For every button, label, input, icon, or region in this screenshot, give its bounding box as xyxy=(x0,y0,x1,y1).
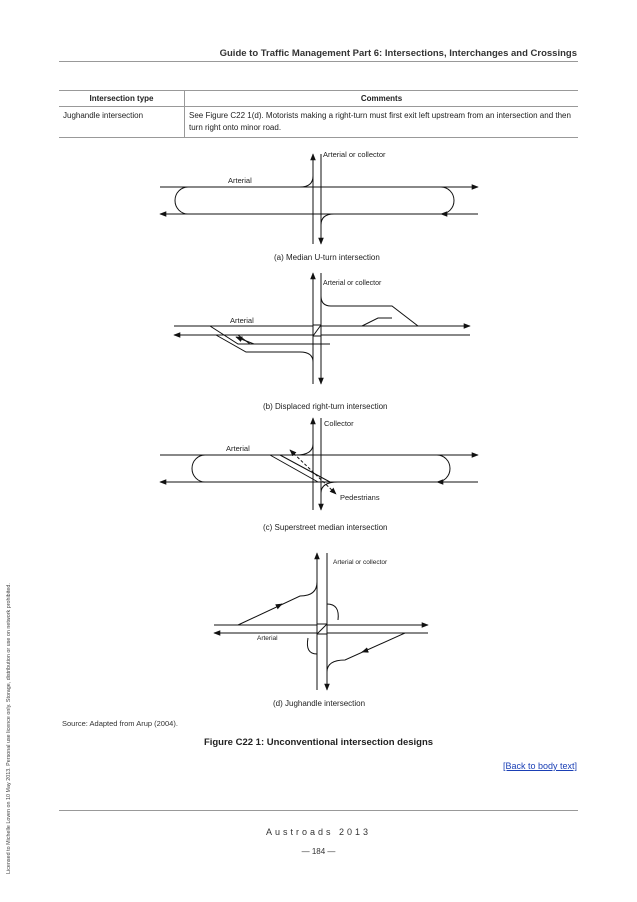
label-b-minor: Arterial or collector xyxy=(323,280,382,287)
cell-comment: See Figure C22 1(d). Motorists making a … xyxy=(184,106,578,138)
label-c-major: Arterial xyxy=(226,444,250,453)
label-a-major: Arterial xyxy=(228,176,252,185)
figure-source: Source: Adapted from Arup (2004). xyxy=(62,719,178,728)
label-a-minor: Arterial or collector xyxy=(323,150,386,159)
diagram-c-superstreet xyxy=(159,417,479,511)
label-c-pedestrians: Pedestrians xyxy=(340,493,380,502)
caption-a: (a) Median U-turn intersection xyxy=(274,253,380,262)
running-header: Guide to Traffic Management Part 6: Inte… xyxy=(219,48,577,59)
label-d-minor: Arterial or collector xyxy=(333,559,388,566)
licence-watermark: Licensed to Michelle Loven on 10 May 201… xyxy=(6,583,12,874)
column-header-type: Intersection type xyxy=(59,90,185,107)
table-row: Jughandle intersection See Figure C22 1(… xyxy=(59,106,578,138)
caption-b: (b) Displaced right-turn intersection xyxy=(263,402,388,411)
caption-d: (d) Jughandle intersection xyxy=(273,699,365,708)
column-header-comments: Comments xyxy=(184,90,578,107)
figure-diagrams: Arterial or collector Arterial (a) Media… xyxy=(159,150,479,708)
cell-type: Jughandle intersection xyxy=(59,106,185,138)
footer-divider xyxy=(59,810,578,811)
back-to-body-text-link[interactable]: [Back to body text] xyxy=(502,761,577,771)
page-number: — 184 — xyxy=(301,847,336,856)
diagram-d-jughandle xyxy=(213,552,429,691)
intersection-table: Intersection type Comments Jughandle int… xyxy=(59,90,578,138)
header-divider xyxy=(59,61,578,62)
caption-c: (c) Superstreet median intersection xyxy=(263,523,388,532)
label-d-major: Arterial xyxy=(257,635,278,642)
diagram-a-median-uturn xyxy=(159,153,479,245)
diagram-b-displaced-right-turn xyxy=(173,272,471,385)
label-b-major: Arterial xyxy=(230,316,254,325)
footer-organisation: Austroads 2013 xyxy=(265,827,372,837)
label-c-minor: Collector xyxy=(324,419,354,428)
figure-title: Figure C22 1: Unconventional intersectio… xyxy=(203,737,434,748)
